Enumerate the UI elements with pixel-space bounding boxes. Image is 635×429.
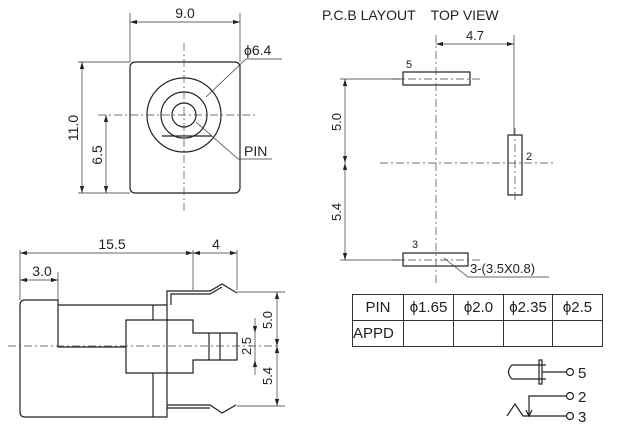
top-dim: 5.0 [260,311,275,329]
terminal-3 [565,411,575,421]
terminal-2 [565,391,575,401]
jack-body-side [19,299,168,418]
pin-5-label: 5 [578,365,586,382]
terminal-5 [565,367,575,377]
pad-2-label: 2 [526,151,532,163]
front-view: 9.0 11.0 6.5 ϕ6.4 PIN [65,5,282,212]
pin-len-dim: 4 [212,236,220,252]
pad-3 [402,252,469,267]
table-row: APPD [352,320,603,347]
table-header: ϕ1.65 [403,294,454,321]
pad-5 [402,71,471,86]
table-header: ϕ2.35 [503,294,553,321]
h-dim: 4.7 [466,28,484,43]
flange-dim: 3.0 [32,263,52,279]
lower-dim: 5.4 [329,203,344,221]
pcb-title: P.C.B LAYOUT TOP VIEW [322,7,499,23]
pin-label: PIN [244,143,267,159]
pin-dim: 2.5 [239,337,254,355]
table-cell [552,320,603,347]
row-label: APPD [352,320,404,347]
height-dim: 11.0 [65,115,81,141]
length-dim: 15.5 [98,236,125,252]
bottom-dim: 5.4 [260,367,275,385]
pad-note: 3-(3.5X0.8) [470,261,535,276]
table-cell [503,320,553,347]
pin-table: PIN ϕ1.65 ϕ2.0 ϕ2.35 ϕ2.5 APPD [352,294,603,347]
upper-dim: 5.0 [329,113,344,131]
pad-3-label: 3 [412,239,418,251]
plug-icon [507,364,546,380]
center-dim: 6.5 [89,145,105,165]
jack-body-front [129,61,241,194]
diameter-label: ϕ6.4 [244,42,272,58]
width-dim: 9.0 [175,5,195,21]
side-view: 15.5 4 3.0 5.0 2.5 5.4 [8,236,285,418]
table-header: ϕ2.5 [552,294,603,321]
pcb-layout: P.C.B LAYOUT TOP VIEW 4.7 5.0 5.4 5 2 3 … [322,7,555,285]
pin-2-label: 2 [578,389,586,406]
pin-3-label: 3 [578,409,586,426]
pad-5-label: 5 [406,59,412,71]
